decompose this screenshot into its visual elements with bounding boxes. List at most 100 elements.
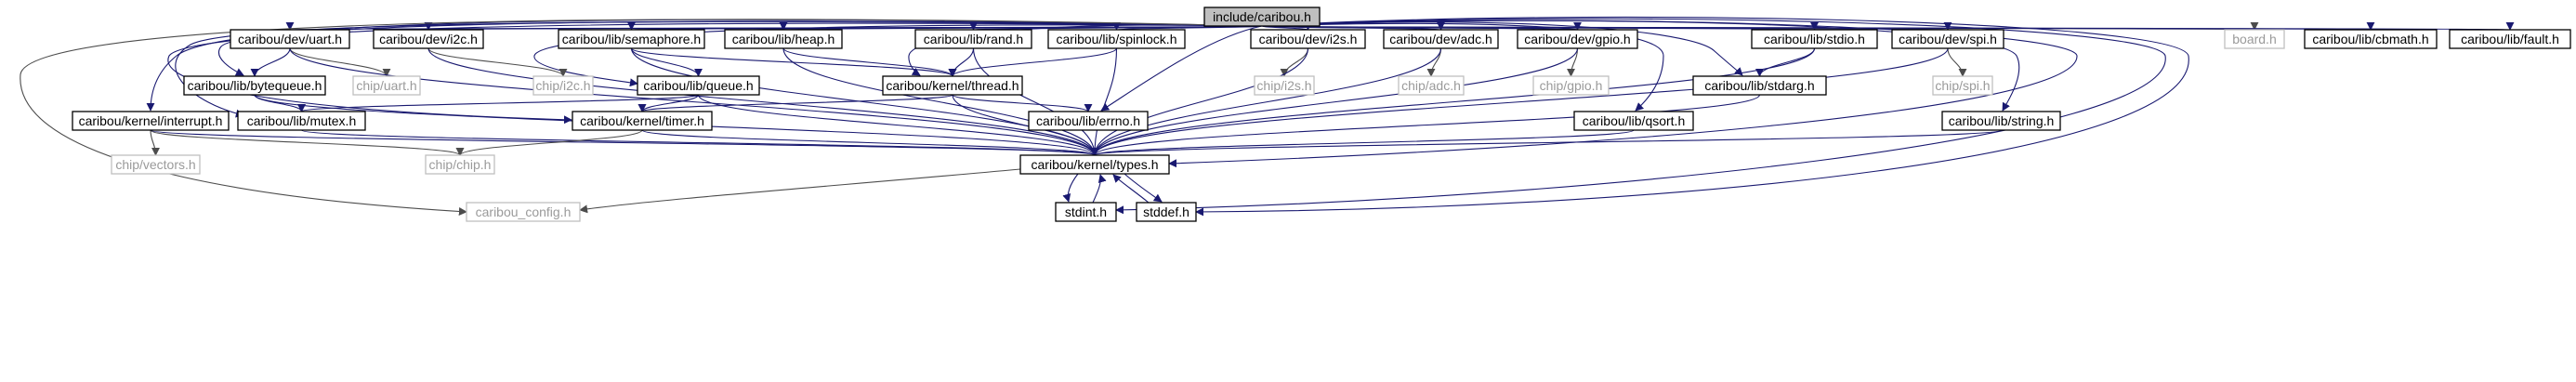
node-box — [1055, 202, 1117, 222]
node-label: caribou/lib/spinlock.h — [1057, 32, 1177, 46]
node-box — [1019, 154, 1170, 175]
node-string[interactable]: caribou/lib/string.h — [1941, 111, 2061, 131]
node-bytequeue[interactable]: caribou/lib/bytequeue.h — [183, 75, 326, 96]
node-chip-i2c: chip/i2c.h — [532, 75, 594, 96]
node-label: caribou/lib/stdio.h — [1764, 32, 1865, 46]
node-stdio[interactable]: caribou/lib/stdio.h — [1751, 29, 1878, 49]
node-label: caribou/lib/rand.h — [924, 32, 1023, 46]
node-stddef[interactable]: stddef.h — [1136, 202, 1197, 222]
node-queue[interactable]: caribou/lib/queue.h — [637, 75, 760, 96]
node-types[interactable]: caribou/kernel/types.h — [1019, 154, 1170, 175]
edge-mutex-to-types — [300, 129, 1098, 156]
node-box — [237, 111, 366, 131]
edge-queue-to-timer — [637, 94, 700, 112]
node-label: caribou/dev/adc.h — [1389, 32, 1492, 46]
edge-root-to-types — [1168, 20, 2078, 168]
node-semaphore[interactable]: caribou/lib/semaphore.h — [558, 29, 705, 49]
edge-thread-to-timer — [637, 94, 953, 112]
edge-spi-to-types — [1090, 47, 1949, 156]
node-label: caribou/kernel/interrupt.h — [79, 113, 223, 128]
node-fault[interactable]: caribou/lib/fault.h — [2449, 29, 2571, 49]
node-gpio[interactable]: caribou/dev/gpio.h — [1517, 29, 1638, 49]
node-box — [1891, 29, 2004, 49]
node-label: caribou/dev/gpio.h — [1524, 32, 1630, 46]
edge-spinlock-to-thread — [948, 47, 1118, 77]
node-label: chip/uart.h — [356, 78, 416, 93]
edge-heap-to-thread — [782, 47, 957, 77]
node-cbmath[interactable]: caribou/lib/cbmath.h — [2304, 29, 2438, 49]
node-box — [373, 29, 484, 49]
node-box — [572, 111, 713, 131]
edge-back-1 — [1112, 174, 1150, 204]
edge-timer-to-chip_chip — [455, 129, 643, 156]
edge-stdio-to-stdarg — [1755, 47, 1816, 77]
node-root[interactable]: include/caribou.h — [1203, 7, 1321, 27]
edge-uart-to-chip_uart — [289, 47, 391, 77]
node-adc[interactable]: caribou/dev/adc.h — [1383, 29, 1499, 49]
edge-stdio-to-types — [1090, 47, 1816, 156]
node-box — [1941, 111, 2061, 131]
edge-interrupt-to-chip_chip — [150, 129, 465, 156]
node-timer[interactable]: caribou/kernel/timer.h — [572, 111, 713, 131]
node-uart[interactable]: caribou/dev/uart.h — [230, 29, 350, 49]
node-chip-i2s: chip/i2s.h — [1254, 75, 1315, 96]
node-label: caribou/lib/fault.h — [2461, 32, 2559, 46]
node-box — [466, 202, 581, 222]
node-chip-gpio: chip/gpio.h — [1532, 75, 1610, 96]
node-errno[interactable]: caribou/lib/errno.h — [1028, 111, 1149, 131]
edge-interrupt-to-types — [150, 129, 1098, 156]
node-qsort[interactable]: caribou/lib/qsort.h — [1573, 111, 1694, 131]
edge-queue-to-mutex — [297, 94, 700, 112]
node-box — [1136, 202, 1197, 222]
edge-root-to-config — [20, 19, 1263, 217]
node-label: chip/chip.h — [429, 157, 492, 172]
node-label: caribou/lib/qsort.h — [1583, 113, 1686, 128]
node-label: caribou/lib/queue.h — [643, 78, 753, 93]
node-box — [111, 154, 201, 175]
edge-heap-to-types — [782, 47, 1099, 156]
node-interrupt[interactable]: caribou/kernel/interrupt.h — [72, 111, 230, 131]
node-label: chip/adc.h — [1401, 78, 1461, 93]
node-i2c[interactable]: caribou/dev/i2c.h — [373, 29, 484, 49]
node-mutex[interactable]: caribou/lib/mutex.h — [237, 111, 366, 131]
node-stdarg[interactable]: caribou/lib/stdarg.h — [1692, 75, 1827, 96]
edge-root-to-timer — [167, 22, 1263, 125]
node-chip-uart: chip/uart.h — [352, 75, 421, 96]
node-spi[interactable]: caribou/dev/spi.h — [1891, 29, 2004, 49]
node-label: caribou/lib/heap.h — [732, 32, 835, 46]
node-spinlock[interactable]: caribou/lib/spinlock.h — [1047, 29, 1186, 49]
edge-spi-to-chip_spi — [1947, 47, 1967, 77]
node-box — [532, 75, 594, 96]
edge-root-to-stddef — [1195, 16, 2189, 217]
edge-semaphore-to-queue — [630, 47, 703, 77]
edge-types-to-stddef — [1124, 173, 1163, 203]
node-box — [2449, 29, 2571, 49]
edge-back-0 — [1092, 174, 1107, 204]
node-heap[interactable]: caribou/lib/heap.h — [724, 29, 843, 49]
node-i2s[interactable]: caribou/dev/i2s.h — [1250, 29, 1366, 49]
edge-i2c-to-chip_i2c — [427, 47, 568, 77]
node-label: caribou/kernel/types.h — [1032, 157, 1159, 172]
node-box — [558, 29, 705, 49]
node-box — [1932, 75, 1993, 96]
node-rand[interactable]: caribou/lib/rand.h — [914, 29, 1032, 49]
node-chip-spi: chip/spi.h — [1932, 75, 1993, 96]
node-box — [882, 75, 1023, 96]
edge-interrupt-to-chip_vectors — [150, 129, 160, 156]
edge-root-to-fault — [1261, 20, 2511, 31]
node-label: caribou/dev/i2s.h — [1259, 32, 1358, 46]
node-thread[interactable]: caribou/kernel/thread.h — [882, 75, 1023, 96]
node-stdint[interactable]: stdint.h — [1055, 202, 1117, 222]
node-label: caribou_config.h — [476, 204, 572, 219]
node-chip-vectors: chip/vectors.h — [111, 154, 201, 175]
node-box — [1692, 75, 1827, 96]
node-label: caribou/lib/cbmath.h — [2312, 32, 2428, 46]
node-box — [72, 111, 230, 131]
edge-semaphore-to-thread — [630, 47, 957, 77]
node-label: caribou/lib/semaphore.h — [562, 32, 701, 46]
node-label: stddef.h — [1143, 204, 1189, 219]
dependency-edges — [20, 16, 2511, 217]
edge-uart-to-types — [289, 47, 1099, 156]
node-label: chip/gpio.h — [1540, 78, 1603, 93]
